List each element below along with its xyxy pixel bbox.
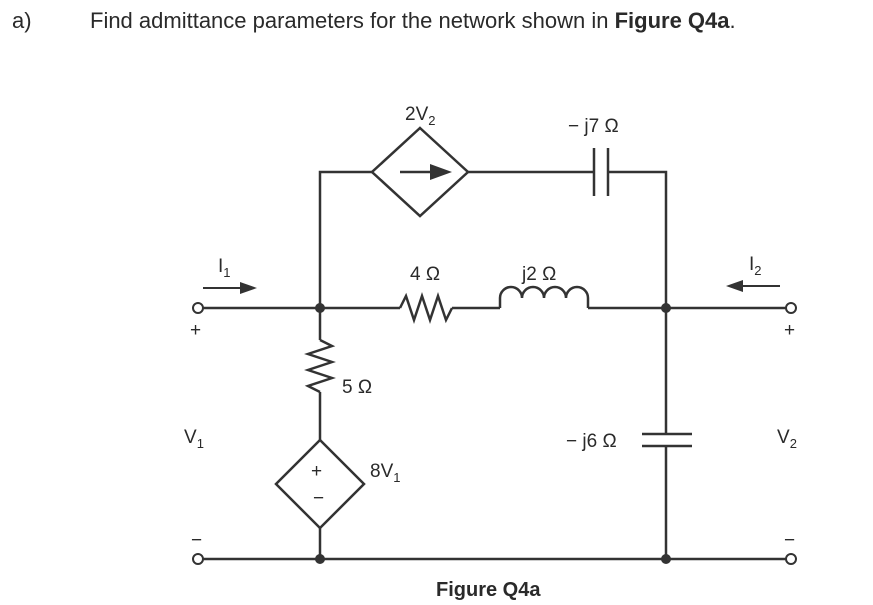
arrow-i1-icon [203, 282, 257, 294]
capacitor-top-label: − j7 Ω [568, 116, 619, 137]
port1-minus: − [191, 530, 202, 551]
node-bottom-left [315, 554, 325, 564]
port2-minus: − [784, 530, 795, 551]
port2-bottom-terminal[interactable] [785, 553, 797, 565]
inductor-label: j2 Ω [521, 264, 556, 285]
question-body: Find admittance parameters for the netwo… [90, 8, 615, 33]
figure-caption: Figure Q4a [436, 579, 541, 601]
figure-reference: Figure Q4a [614, 8, 730, 33]
inductor-j2 [498, 285, 590, 308]
resistor-4ohm [398, 292, 454, 324]
node-bottom-right [661, 554, 671, 564]
resistor-5ohm [304, 338, 336, 394]
question-text: Find admittance parameters for the netwo… [90, 8, 736, 34]
wire-top-left [318, 170, 372, 308]
current-i1-label: I1 [218, 256, 231, 280]
voltage-source-minus: − [313, 488, 324, 509]
voltage-source-label: 8V1 [370, 461, 400, 485]
capacitor-shunt [642, 432, 692, 448]
question-end: . [729, 8, 736, 33]
current-source-label: 2V2 [405, 104, 435, 128]
voltage-v1-label: V1 [184, 427, 204, 451]
voltage-source-plus: + [311, 461, 322, 482]
port2-plus: + [784, 320, 795, 341]
capacitor-shunt-label: − j6 Ω [566, 431, 617, 452]
port1-top-terminal[interactable] [192, 302, 204, 314]
wire-top-right [608, 170, 668, 308]
dependent-voltage-source [274, 438, 366, 530]
port1-plus: + [190, 320, 201, 341]
port1-bottom-terminal[interactable] [192, 553, 204, 565]
port2-top-terminal[interactable] [785, 302, 797, 314]
resistor-4ohm-label: 4 Ω [410, 264, 440, 285]
capacitor-top [592, 148, 610, 196]
question-label: a) [12, 8, 32, 33]
dependent-current-source [370, 126, 470, 218]
current-i2-label: I2 [749, 254, 762, 278]
resistor-5ohm-label: 5 Ω [342, 377, 372, 398]
arrow-i2-icon [726, 280, 780, 292]
voltage-v2-label: V2 [777, 427, 797, 451]
